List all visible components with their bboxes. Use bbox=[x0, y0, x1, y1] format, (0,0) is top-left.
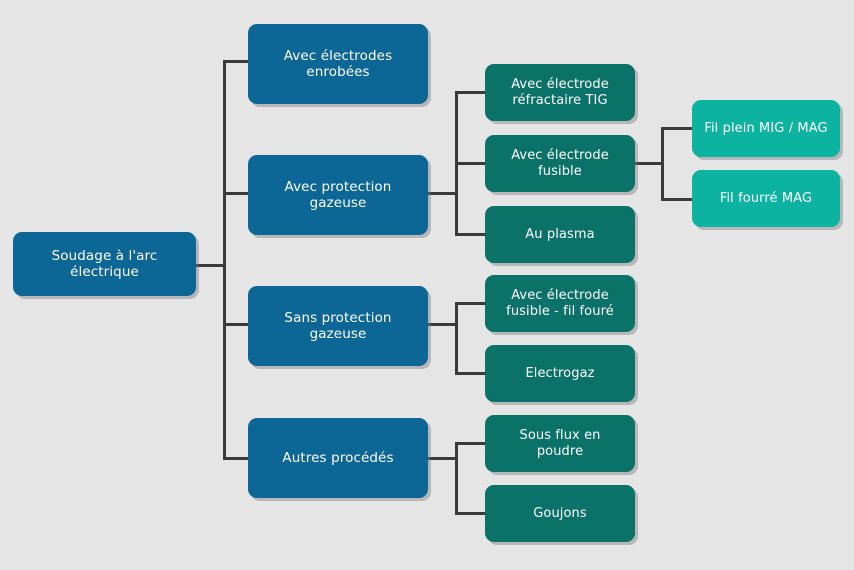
node-avec-electrode-fusible-fil-foure[interactable]: Avec électrode fusible - fil fouré bbox=[485, 275, 635, 332]
node-avec-electrode-refractaire-tig[interactable]: Avec électrode réfractaire TIG bbox=[485, 64, 635, 121]
node-electrogaz[interactable]: Electrogaz bbox=[485, 345, 635, 402]
connector-to-plasma bbox=[455, 233, 488, 236]
connector-to-tig bbox=[455, 91, 488, 94]
node-label: Goujons bbox=[533, 505, 587, 521]
connector-to-level1-4 bbox=[223, 457, 251, 460]
node-avec-protection-gazeuse[interactable]: Avec protection gazeuse bbox=[248, 155, 428, 235]
connector-sansgaz-trunk bbox=[455, 302, 458, 375]
connector-sansgaz-stub bbox=[424, 323, 458, 326]
node-label: Avec protection gazeuse bbox=[284, 178, 392, 211]
connector-to-fil-foure bbox=[455, 302, 488, 305]
node-avec-electrode-fusible[interactable]: Avec électrode fusible bbox=[485, 135, 635, 192]
node-label: Fil fourré MAG bbox=[719, 190, 813, 206]
node-fil-plein-mig-mag[interactable]: Fil plein MIG / MAG bbox=[692, 100, 840, 157]
node-sans-protection-gazeuse[interactable]: Sans protection gazeuse bbox=[248, 286, 428, 366]
node-root[interactable]: Soudage à l'arc électrique bbox=[13, 232, 196, 296]
node-label: Avec électrode réfractaire TIG bbox=[511, 76, 609, 108]
node-fil-fourre-mag[interactable]: Fil fourré MAG bbox=[692, 170, 840, 227]
node-label: Au plasma bbox=[525, 226, 595, 242]
node-label: Avec électrode fusible - fil fouré bbox=[506, 287, 614, 319]
connector-level1-trunk bbox=[223, 60, 226, 460]
connector-root-stub bbox=[196, 264, 226, 267]
connector-autres-stub bbox=[424, 457, 458, 460]
connector-to-electrogaz bbox=[455, 372, 488, 375]
connector-to-fil-plein bbox=[661, 127, 695, 130]
node-label: Sous flux en poudre bbox=[519, 427, 601, 459]
node-label: Fil plein MIG / MAG bbox=[704, 120, 828, 136]
node-label: Autres procédés bbox=[282, 449, 394, 466]
node-label: Avec électrode fusible bbox=[511, 147, 609, 179]
node-sous-flux-en-poudre[interactable]: Sous flux en poudre bbox=[485, 415, 635, 472]
connector-to-level1-2 bbox=[223, 192, 251, 195]
connector-fusible-trunk bbox=[661, 127, 664, 201]
node-root-label: Soudage à l'arc électrique bbox=[51, 247, 158, 280]
node-label: Sans protection gazeuse bbox=[284, 309, 392, 342]
connector-to-fusible bbox=[455, 162, 488, 165]
connector-to-level1-1 bbox=[223, 60, 251, 63]
node-label: Avec électrodes enrobées bbox=[283, 47, 393, 80]
connector-to-goujons bbox=[455, 512, 488, 515]
node-avec-electrodes-enrobees[interactable]: Avec électrodes enrobées bbox=[248, 24, 428, 104]
connector-autres-trunk bbox=[455, 442, 458, 513]
connector-fusible-stub bbox=[632, 162, 664, 165]
connector-to-fil-fourre bbox=[661, 198, 695, 201]
node-autres-procedes[interactable]: Autres procédés bbox=[248, 418, 428, 498]
node-label: Electrogaz bbox=[525, 365, 595, 381]
node-goujons[interactable]: Goujons bbox=[485, 485, 635, 542]
connector-gaz-stub bbox=[424, 192, 458, 195]
connector-to-sous-flux bbox=[455, 442, 488, 445]
node-au-plasma[interactable]: Au plasma bbox=[485, 206, 635, 263]
connector-to-level1-3 bbox=[223, 323, 251, 326]
